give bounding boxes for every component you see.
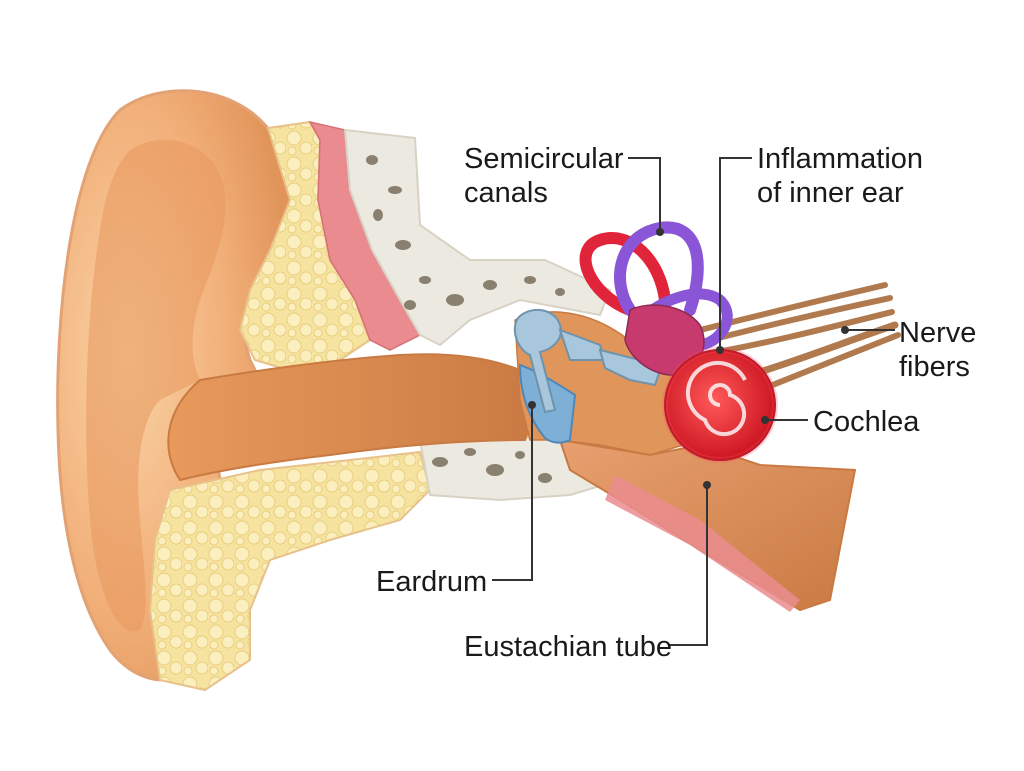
label-eardrum: Eardrum [376,566,487,598]
label-eustachian-tube: Eustachian tube [464,631,672,663]
leader-lines [492,157,895,646]
temporal-bone-upper [343,128,612,347]
leader-semicircular [628,157,661,232]
ossicles [513,309,662,414]
leader-dots [528,228,849,489]
cochlea-shape [662,347,778,463]
bone-holes-upper [366,155,565,310]
leader-eustachian [668,485,708,646]
label-nerve-fibers: Nerve fibers [899,317,984,383]
leader-inflammation [719,157,752,350]
fatty-tissue-lower [148,450,432,692]
label-inflammation-of-inner-ear: Inflammation of inner ear [757,143,931,209]
leader-eardrum [492,405,533,581]
ear-canal [167,353,542,482]
eustachian-muscle [605,475,800,612]
label-cochlea: Cochlea [813,406,920,438]
label-semicircular-canals: Semicircular canals [464,143,632,209]
outer-ear [56,89,293,682]
